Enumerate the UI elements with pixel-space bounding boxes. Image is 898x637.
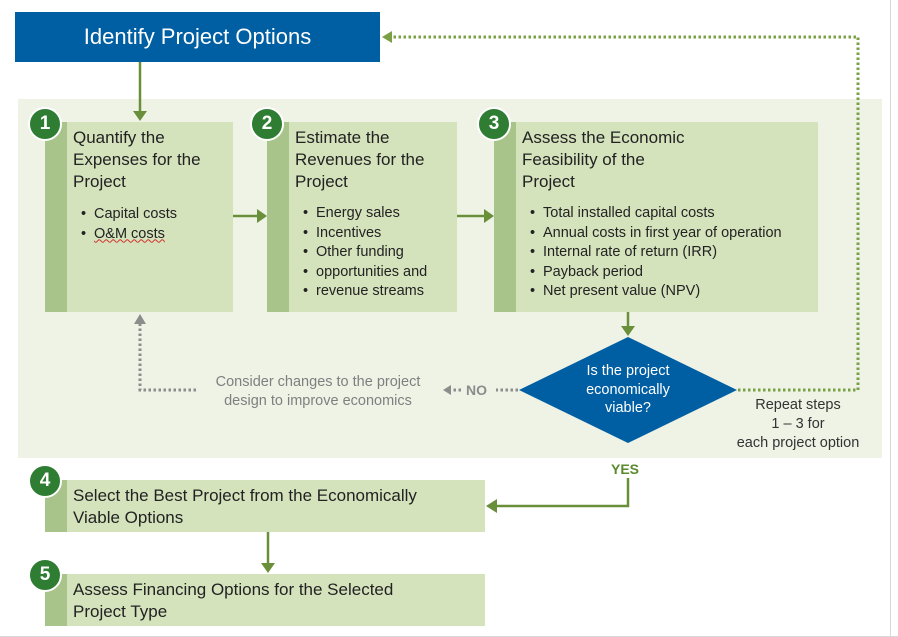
bullet-text: Internal rate of return (IRR) <box>543 244 718 260</box>
step-2-badge: 2 <box>250 107 284 141</box>
step-2-strip <box>267 122 289 312</box>
arrow-yes-to-step4 <box>496 478 630 508</box>
step-4-title-line: Select the Best Project from the Economi… <box>73 486 417 505</box>
consider-line: Consider changes to the project <box>215 374 421 390</box>
list-item: Other funding <box>303 243 427 263</box>
list-item: Capital costs <box>81 205 177 225</box>
step-1-bullets: Capital costs O&M costs <box>81 205 177 244</box>
bullet-text: Energy sales <box>316 205 400 221</box>
list-item: Energy sales <box>303 204 427 224</box>
step-4-number: 4 <box>39 470 51 491</box>
bullet-text: O&M costs <box>94 225 165 242</box>
step-5-title-line: Project Type <box>73 602 168 621</box>
step-5-box: Assess Financing Options for the Selecte… <box>45 574 485 626</box>
title-text: Identify Project Options <box>83 24 312 49</box>
decision-line: viable? <box>605 400 651 416</box>
repeat-text: Repeat steps 1 – 3 for each project opti… <box>728 396 868 453</box>
dotted-return-to-step1 <box>138 324 196 392</box>
arrowhead-step1 <box>133 111 147 121</box>
step-4-badge: 4 <box>28 464 62 498</box>
list-item: Internal rate of return (IRR) <box>530 243 782 263</box>
frame-right-border <box>890 0 891 637</box>
dotted-repeat-loop <box>392 35 860 392</box>
arrowhead-step4 <box>486 499 497 513</box>
repeat-line: Repeat steps <box>755 397 841 413</box>
step-5-badge: 5 <box>28 558 62 592</box>
list-item-continuation: opportunities and <box>303 263 427 283</box>
bullet-text: Net present value (NPV) <box>543 283 701 299</box>
bullet-text: Annual costs in first year of operation <box>543 224 782 241</box>
bullet-text: Total installed capital costs <box>543 205 715 221</box>
step-4-title-line: Viable Options <box>73 508 184 527</box>
repeat-line: 1 – 3 for <box>771 416 825 432</box>
step-3-box: Assess the Economic Feasibility of the P… <box>494 122 818 312</box>
arrowhead-return-step1 <box>134 314 146 324</box>
bullet-text: Payback period <box>543 263 643 280</box>
bullet-text: Other funding <box>316 244 404 260</box>
step-1-title: Quantify the Expenses for the Project <box>73 127 227 193</box>
list-item: Net present value (NPV) <box>530 282 782 302</box>
decision-line: economically <box>586 381 670 398</box>
step-2-title-line: Estimate the <box>295 128 390 147</box>
step-2-bullets: Energy sales Incentives Other funding op… <box>303 204 427 302</box>
yes-label: YES <box>611 461 640 477</box>
step-1-badge: 1 <box>28 107 62 141</box>
bullet-text: Incentives <box>316 224 382 241</box>
list-item: Payback period <box>530 263 782 283</box>
repeat-line: each project option <box>736 435 860 451</box>
step-3-title-line: Assess the Economic <box>522 128 685 147</box>
step-5-title-line: Assess Financing Options for the Selecte… <box>73 580 394 599</box>
step-3-badge: 3 <box>477 107 511 141</box>
identify-project-options-box: Identify Project Options <box>15 12 380 62</box>
decision-diamond <box>519 337 737 443</box>
step-2-title-line: Project <box>295 172 348 191</box>
arrowhead-decision <box>621 326 635 336</box>
consider-line: design to improve economics <box>224 393 412 409</box>
bullet-text: revenue streams <box>316 283 424 299</box>
step-1-title-line: Expenses for the <box>73 150 201 169</box>
arrowhead-step3 <box>484 209 494 223</box>
step-2-title: Estimate the Revenues for the Project <box>295 127 451 193</box>
list-item: Incentives <box>303 224 427 244</box>
bullet-text: opportunities and <box>316 263 428 280</box>
arrowhead-step2 <box>257 209 267 223</box>
step-2-number: 2 <box>261 113 273 134</box>
step-1-number: 1 <box>39 113 51 134</box>
step-3-title: Assess the Economic Feasibility of the P… <box>522 127 812 193</box>
arrowhead-no-left <box>443 385 451 395</box>
no-label: NO <box>466 382 487 398</box>
step-1-strip <box>45 122 67 312</box>
list-item: Total installed capital costs <box>530 204 782 224</box>
decision-text: Is the project economically viable? <box>560 362 696 418</box>
decision-line: Is the project <box>586 363 670 379</box>
step-2-title-line: Revenues for the <box>295 150 425 169</box>
list-item: O&M costs <box>81 225 177 245</box>
step-1-box: Quantify the Expenses for the Project Ca… <box>45 122 233 312</box>
step-3-title-line: Feasibility of the <box>522 150 645 169</box>
bullet-text: Capital costs <box>94 206 178 222</box>
step-3-strip <box>494 122 516 312</box>
step-1-title-line: Quantify the <box>73 128 165 147</box>
list-item-continuation: revenue streams <box>303 282 427 302</box>
arrowhead-step5 <box>261 563 275 573</box>
arrowhead-repeat-title <box>382 31 392 43</box>
step-3-bullets: Total installed capital costs Annual cos… <box>530 204 782 302</box>
consider-text: Consider changes to the project design t… <box>196 373 440 411</box>
step-1-title-line: Project <box>73 172 126 191</box>
step-5-number: 5 <box>39 564 51 585</box>
step-2-box: Estimate the Revenues for the Project En… <box>267 122 457 312</box>
list-item: Annual costs in first year of operation <box>530 224 782 244</box>
step-5-title: Assess Financing Options for the Selecte… <box>73 579 479 623</box>
step-4-box: Select the Best Project from the Economi… <box>45 480 485 532</box>
step-3-number: 3 <box>488 113 500 134</box>
step-3-title-line: Project <box>522 172 575 191</box>
step-4-title: Select the Best Project from the Economi… <box>73 485 479 529</box>
